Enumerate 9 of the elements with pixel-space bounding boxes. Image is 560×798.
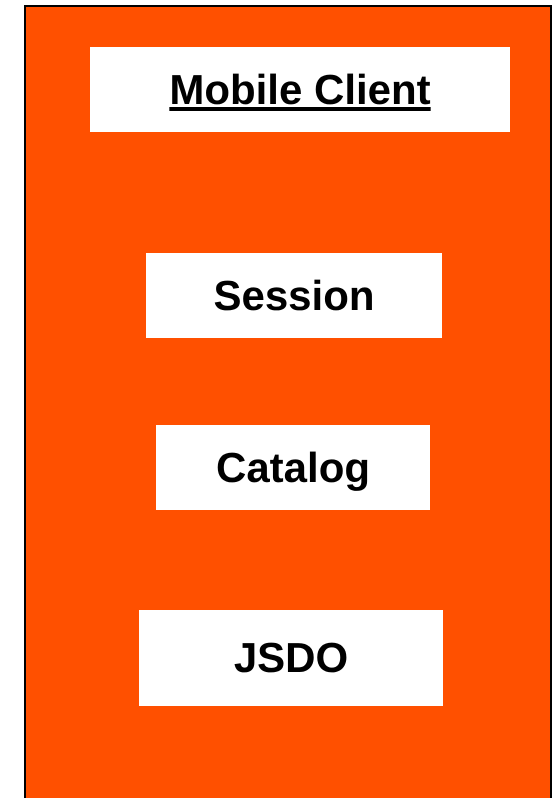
component-box bbox=[156, 425, 430, 510]
component-box bbox=[146, 253, 442, 338]
panel-background bbox=[24, 5, 552, 798]
component-label: JSDO bbox=[234, 634, 348, 682]
component-label: Catalog bbox=[216, 444, 370, 492]
heading-text: Mobile Client bbox=[169, 66, 431, 114]
component-box bbox=[139, 610, 443, 706]
heading-box bbox=[90, 47, 510, 132]
component-label: Session bbox=[213, 272, 375, 320]
